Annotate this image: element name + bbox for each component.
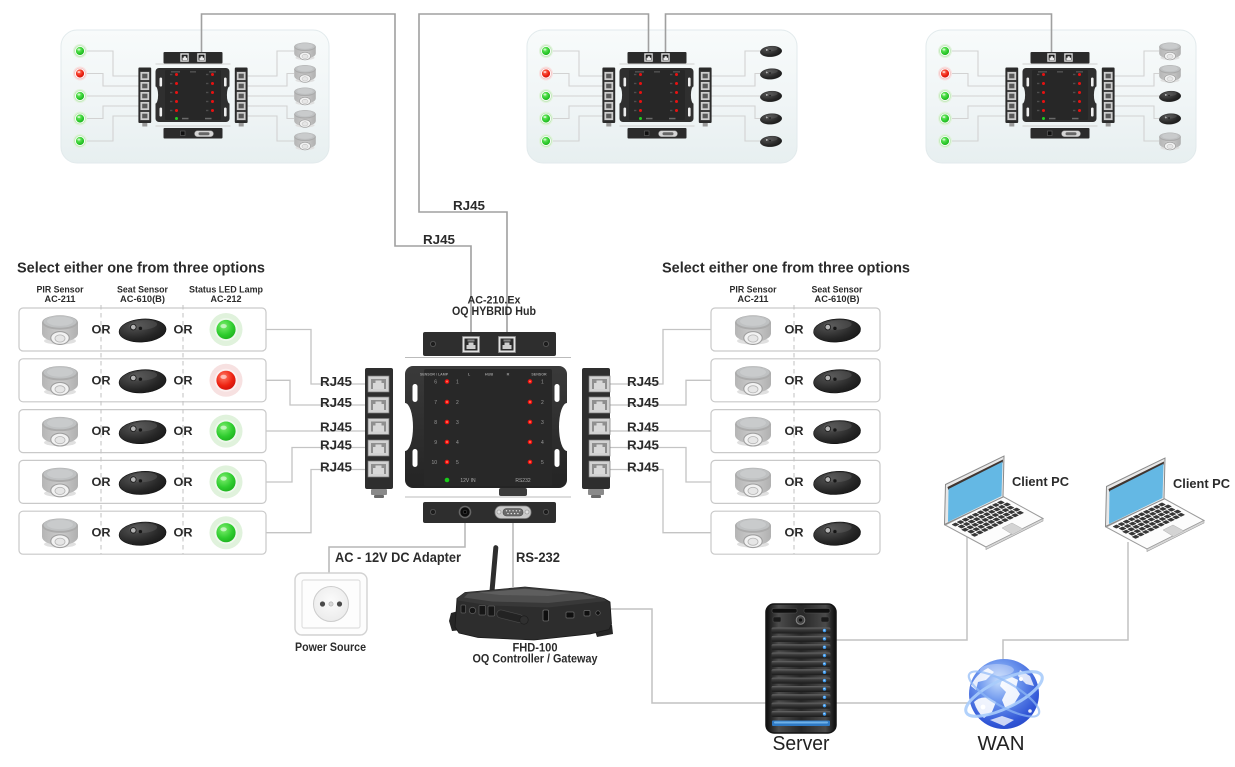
svg-text:Select either one from three o: Select either one from three options [662, 260, 910, 277]
svg-text:2: 2 [541, 400, 544, 406]
svg-text:Client PC: Client PC [1012, 475, 1069, 489]
svg-text:OR: OR [174, 426, 194, 438]
svg-text:WAN: WAN [978, 733, 1025, 755]
svg-text:L: L [468, 373, 471, 377]
svg-text:AC-210.Ex: AC-210.Ex [468, 295, 522, 307]
svg-text:Select either one from three o: Select either one from three options [17, 260, 265, 277]
svg-text:Status LED Lamp: Status LED Lamp [189, 285, 263, 295]
svg-text:RJ45: RJ45 [627, 461, 659, 475]
svg-text:Seat Sensor: Seat Sensor [117, 285, 168, 295]
svg-text:5: 5 [456, 460, 459, 466]
svg-text:5: 5 [541, 460, 544, 466]
svg-text:RJ45: RJ45 [320, 375, 352, 389]
svg-text:Seat Sensor: Seat Sensor [812, 285, 863, 295]
svg-text:1: 1 [541, 379, 544, 385]
svg-text:RS232: RS232 [515, 478, 531, 484]
svg-text:2: 2 [456, 400, 459, 406]
svg-text:8: 8 [434, 420, 437, 426]
svg-text:7: 7 [434, 400, 437, 406]
svg-text:4: 4 [456, 440, 459, 446]
svg-text:1: 1 [456, 379, 459, 385]
svg-text:HUB: HUB [485, 373, 493, 377]
svg-text:Power Source: Power Source [295, 640, 366, 654]
svg-text:PIR Sensor: PIR Sensor [730, 285, 777, 295]
svg-text:SENSOR / LAMP: SENSOR / LAMP [420, 373, 449, 377]
svg-text:PIR Sensor: PIR Sensor [37, 285, 84, 295]
svg-text:OR: OR [92, 426, 112, 438]
svg-text:RJ45: RJ45 [320, 421, 352, 435]
svg-text:12V IN: 12V IN [460, 478, 476, 484]
svg-text:RS-232: RS-232 [516, 550, 560, 565]
svg-text:RJ45: RJ45 [627, 396, 659, 410]
svg-text:OR: OR [785, 426, 805, 438]
svg-text:AC-610(B): AC-610(B) [120, 294, 165, 304]
svg-text:AC - 12V DC Adapter: AC - 12V DC Adapter [335, 550, 462, 565]
svg-text:RJ45: RJ45 [627, 439, 659, 453]
svg-text:OR: OR [92, 375, 112, 387]
svg-text:OR: OR [92, 325, 112, 337]
svg-text:3: 3 [456, 420, 459, 426]
svg-text:RJ45: RJ45 [423, 233, 455, 247]
svg-text:OR: OR [174, 325, 194, 337]
svg-text:OR: OR [92, 477, 112, 489]
svg-text:3: 3 [541, 420, 544, 426]
svg-text:OR: OR [92, 528, 112, 540]
svg-text:AC-212: AC-212 [211, 294, 242, 304]
svg-text:OR: OR [174, 375, 194, 387]
svg-text:AC-211: AC-211 [45, 294, 76, 304]
svg-text:RJ45: RJ45 [320, 396, 352, 410]
svg-text:RJ45: RJ45 [320, 461, 352, 475]
svg-text:RJ45: RJ45 [320, 439, 352, 453]
svg-text:OR: OR [174, 528, 194, 540]
svg-text:OR: OR [785, 477, 805, 489]
svg-text:SENSOR: SENSOR [531, 373, 547, 377]
svg-text:9: 9 [434, 440, 437, 446]
svg-text:6: 6 [434, 379, 437, 385]
svg-text:10: 10 [431, 460, 437, 466]
svg-text:OR: OR [174, 477, 194, 489]
svg-text:AC-610(B): AC-610(B) [815, 294, 860, 304]
svg-text:RJ45: RJ45 [627, 375, 659, 389]
svg-text:OR: OR [785, 528, 805, 540]
svg-text:OR: OR [785, 325, 805, 337]
svg-text:4: 4 [541, 440, 544, 446]
svg-text:OQ Controller / Gateway: OQ Controller / Gateway [473, 652, 598, 666]
svg-text:OQ HYBRID Hub: OQ HYBRID Hub [452, 306, 536, 318]
svg-text:RJ45: RJ45 [453, 199, 485, 213]
svg-text:FHD-100: FHD-100 [513, 641, 558, 655]
svg-text:OR: OR [785, 375, 805, 387]
svg-text:Client PC: Client PC [1173, 477, 1230, 491]
svg-text:RJ45: RJ45 [627, 421, 659, 435]
svg-text:AC-211: AC-211 [738, 294, 769, 304]
svg-text:Server: Server [773, 733, 830, 755]
svg-text:R: R [507, 373, 510, 377]
